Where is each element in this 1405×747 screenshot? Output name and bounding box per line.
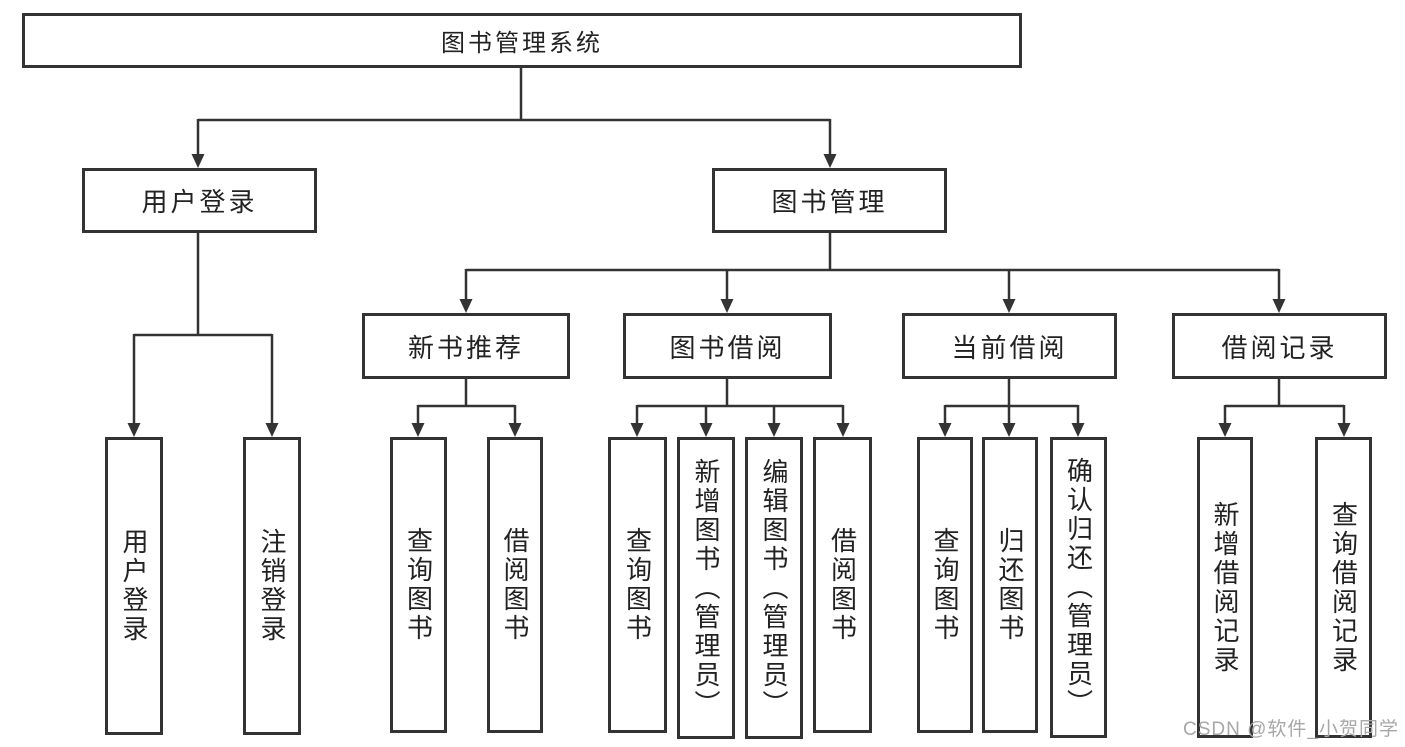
leaf-add-books-admin: 新增图书（管理员） bbox=[677, 437, 735, 739]
node-label: 图书借阅 bbox=[669, 332, 786, 363]
leaf-confirm-return-admin: 确认归还（管理员） bbox=[1050, 437, 1107, 738]
leaf-edit-books-admin: 编辑图书（管理员） bbox=[745, 437, 803, 739]
leaf-user-login: 用户登录 bbox=[105, 437, 163, 735]
node-label: 查询图书 bbox=[930, 527, 960, 643]
node-new-book-recommend: 新书推荐 bbox=[362, 313, 570, 379]
node-label: 借阅图书 bbox=[827, 527, 858, 643]
leaf-return-books: 归还图书 bbox=[982, 437, 1038, 733]
node-label: 归还图书 bbox=[995, 527, 1025, 643]
node-label: 用户登录 bbox=[119, 528, 149, 644]
node-label: 查询借阅记录 bbox=[1328, 500, 1359, 675]
node-label: 图书管理 bbox=[771, 187, 888, 217]
node-library-management-system: 图书管理系统 bbox=[22, 13, 1022, 68]
node-label: 新增借阅记录 bbox=[1210, 500, 1240, 675]
node-label: 查询图书 bbox=[403, 527, 434, 643]
node-user-login: 用户登录 bbox=[82, 168, 317, 233]
leaf-borrow-books: 借阅图书 bbox=[813, 437, 872, 733]
node-label: 编辑图书（管理员） bbox=[759, 457, 789, 719]
watermark: CSDN @软件_小贺同学 bbox=[1183, 719, 1399, 740]
node-label: 借阅记录 bbox=[1221, 332, 1338, 363]
leaf-query-borrow-record: 查询借阅记录 bbox=[1315, 437, 1372, 738]
leaf-logout: 注销登录 bbox=[243, 437, 301, 735]
node-label: 新书推荐 bbox=[407, 332, 524, 363]
node-label: 新增图书（管理员） bbox=[691, 457, 721, 719]
node-label: 确认归还（管理员） bbox=[1063, 457, 1094, 718]
node-borrow-records: 借阅记录 bbox=[1172, 313, 1387, 379]
node-label: 用户登录 bbox=[141, 187, 258, 217]
leaf-query-books-current: 查询图书 bbox=[917, 437, 973, 733]
node-label: 借阅图书 bbox=[500, 527, 530, 643]
node-label: 注销登录 bbox=[257, 528, 287, 644]
leaf-borrow-books-recommend: 借阅图书 bbox=[487, 437, 543, 733]
node-label: 查询图书 bbox=[622, 527, 653, 643]
leaf-query-books-borrow: 查询图书 bbox=[608, 437, 667, 733]
leaf-add-borrow-record: 新增借阅记录 bbox=[1197, 437, 1253, 738]
node-label: 图书管理系统 bbox=[441, 30, 603, 57]
node-label: 当前借阅 bbox=[951, 332, 1068, 363]
node-book-management: 图书管理 bbox=[712, 168, 947, 233]
node-book-borrow: 图书借阅 bbox=[623, 313, 832, 379]
node-current-borrow: 当前借阅 bbox=[902, 313, 1117, 379]
leaf-query-books-recommend: 查询图书 bbox=[390, 437, 447, 733]
